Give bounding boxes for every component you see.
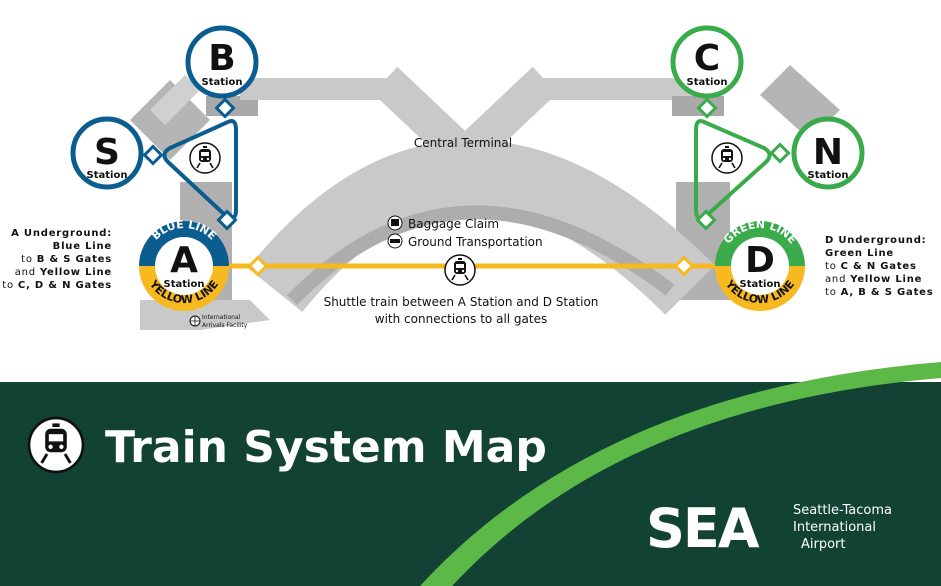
station-label: Station (740, 279, 781, 290)
svg-text:SEA: SEA (646, 497, 760, 560)
station-letter: D (745, 240, 775, 281)
svg-text:D Underground:: D Underground: (825, 235, 926, 246)
shuttle-train-icon (444, 254, 476, 286)
station-letter: A (170, 240, 198, 281)
svg-text:and Yellow Line: and Yellow Line (825, 274, 922, 285)
terminal-buildings (130, 65, 840, 330)
yellow-line-diamond-a (247, 255, 269, 277)
green-line-train-icon (711, 142, 743, 174)
green-line-diamonds (695, 97, 791, 231)
legend-d-underground: D Underground: Green Line to C & N Gates… (825, 235, 934, 298)
station-letter: S (94, 132, 120, 173)
station-c[interactable]: C Station (670, 25, 744, 99)
sea-airport-logo: SEA Seattle-Tacoma International Airport (646, 497, 892, 560)
station-n[interactable]: N Station (791, 116, 865, 190)
central-terminal-label: Central Terminal (414, 136, 512, 150)
station-b[interactable]: B Station (185, 25, 259, 99)
intl-arrivals-line1: International (202, 314, 241, 321)
svg-text:and Yellow Line: and Yellow Line (15, 267, 112, 278)
station-label: Station (808, 170, 849, 181)
legend-a-underground: A Underground: Blue Line to B & S Gates … (2, 228, 112, 291)
svg-text:to C & N Gates: to C & N Gates (825, 261, 917, 272)
station-d[interactable]: GREEN LINE YELLOW LINE D Station (715, 218, 805, 311)
station-label: Station (687, 77, 728, 88)
intl-arrivals-line2: Arrivals Facility (202, 322, 248, 329)
station-label: Station (87, 170, 128, 181)
svg-text:to B & S Gates: to B & S Gates (21, 254, 112, 265)
yellow-line-diamond-d (673, 255, 695, 277)
svg-text:Blue Line: Blue Line (53, 241, 112, 252)
svg-text:to A, B & S Gates: to A, B & S Gates (825, 287, 934, 298)
blue-line-diamonds (142, 97, 238, 231)
page-title: Train System Map (105, 422, 547, 473)
station-letter: N (813, 132, 843, 173)
shuttle-description-line2: with connections to all gates (375, 312, 547, 326)
svg-text:A Underground:: A Underground: (11, 228, 112, 239)
svg-text:Airport: Airport (801, 537, 846, 552)
station-s[interactable]: S Station (70, 116, 144, 190)
footer-banner: Train System Map SEA Seattle-Tacoma Inte… (0, 362, 941, 586)
svg-text:to C, D & N Gates: to C, D & N Gates (2, 280, 112, 291)
ground-transportation-icon (387, 233, 403, 249)
blue-line-train-icon (189, 142, 221, 174)
baggage-claim-label: Baggage Claim (408, 217, 499, 231)
station-a[interactable]: BLUE LINE YELLOW LINE A Station (139, 218, 229, 311)
station-label: Station (202, 77, 243, 88)
station-letter: B (208, 38, 235, 79)
station-label: Station (164, 279, 205, 290)
svg-text:Seattle-Tacoma: Seattle-Tacoma (793, 503, 892, 518)
ground-transportation-label: Ground Transportation (408, 235, 543, 249)
shuttle-description-line1: Shuttle train between A Station and D St… (324, 295, 599, 309)
train-icon (27, 416, 85, 474)
svg-text:International: International (793, 520, 876, 535)
baggage-claim-icon (387, 215, 403, 231)
station-letter: C (694, 38, 720, 79)
svg-text:Green Line: Green Line (825, 248, 894, 259)
globe-icon (189, 315, 201, 327)
decorative-arc (420, 362, 941, 586)
